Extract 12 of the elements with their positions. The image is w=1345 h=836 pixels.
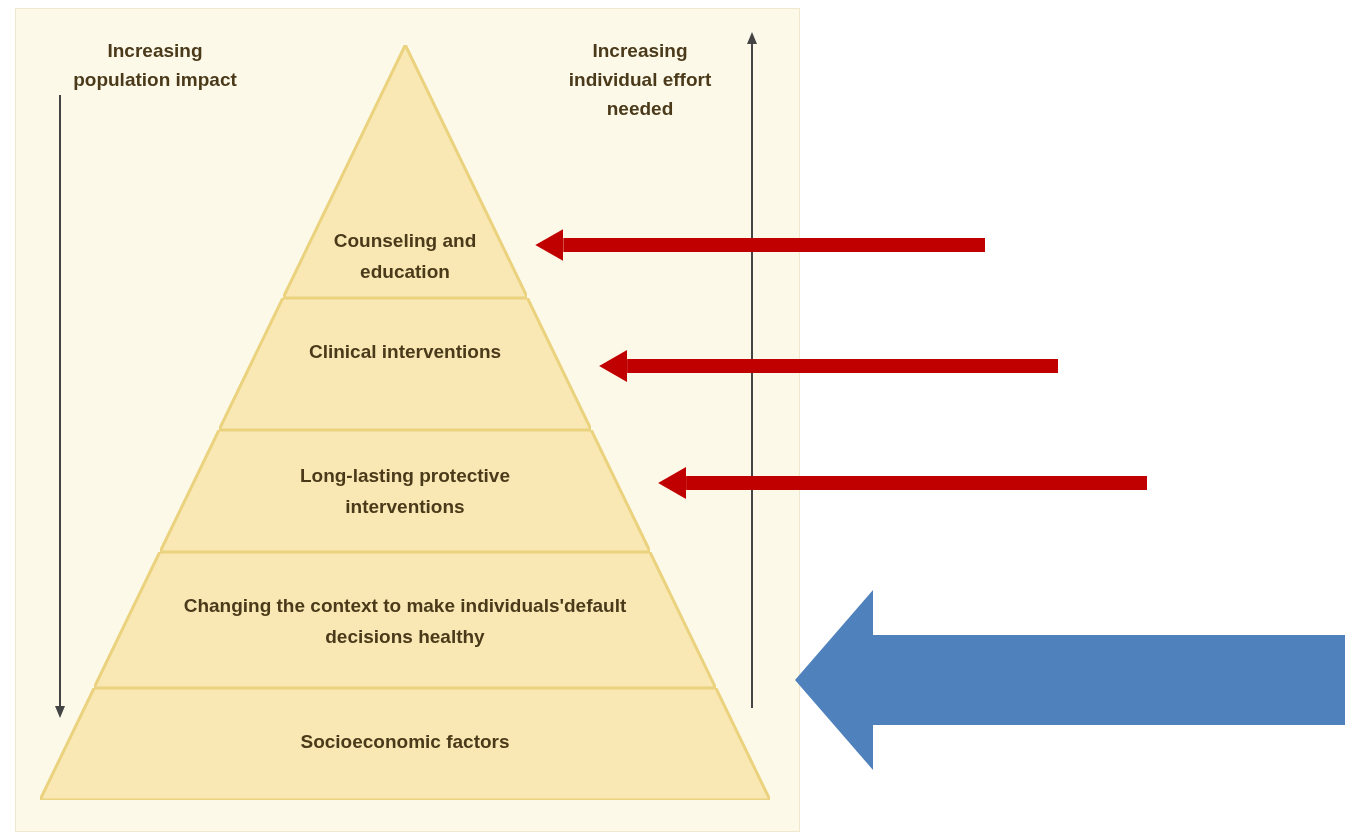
axis-label: Increasing population impact [72, 39, 238, 92]
pyramid-level [282, 45, 528, 298]
level-text: Socioeconomic factors [299, 730, 511, 754]
pyramid-level [159, 430, 651, 552]
pyramid-level [218, 298, 592, 430]
level-text: Clinical interventions [307, 340, 503, 364]
level-text: Long-lasting protective interventions [298, 464, 511, 519]
pyramid-level [94, 552, 716, 688]
axis-label: Increasing individual effort needed [567, 39, 713, 121]
pyramid-level [40, 688, 770, 800]
level-text: Counseling and education [332, 229, 478, 284]
level-text: Changing the context to make individuals'default decisions healthy [182, 594, 628, 649]
